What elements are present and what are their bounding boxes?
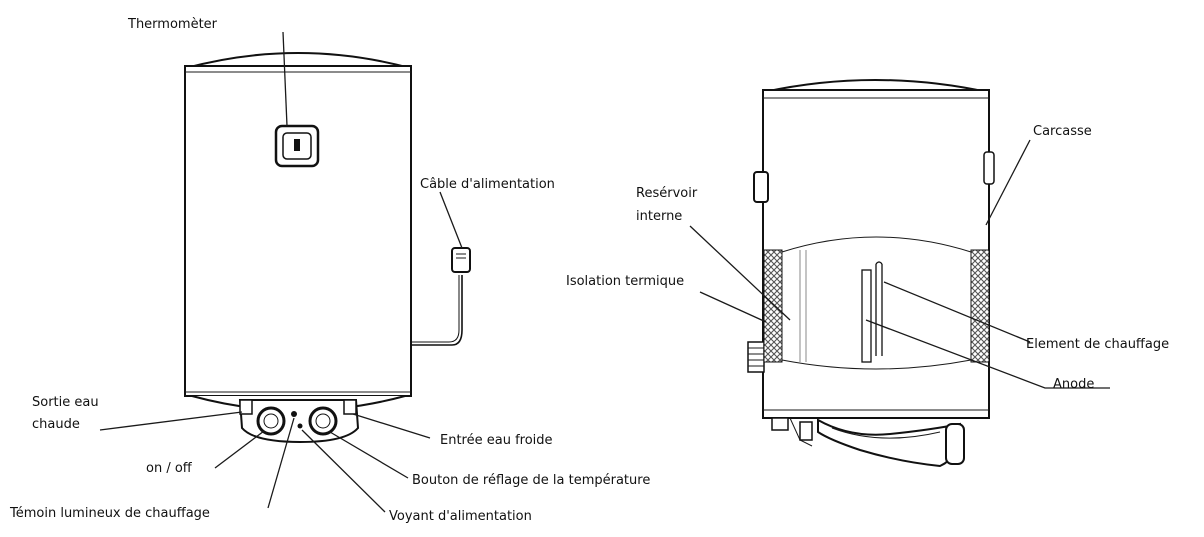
label-power-cable: Câble d'alimentation bbox=[420, 177, 555, 192]
power-cable-icon bbox=[411, 247, 471, 346]
label-heating-indicator: Témoin lumineux de chauffage bbox=[9, 506, 210, 521]
label-heating-element: Element de chauffage bbox=[1026, 337, 1169, 352]
heating-indicator-light-icon bbox=[291, 411, 297, 417]
front-body bbox=[184, 65, 412, 397]
power-indicator-light-icon bbox=[297, 423, 303, 429]
temperature-knob-icon bbox=[308, 406, 338, 436]
on-off-switch-icon bbox=[256, 406, 286, 436]
label-hot-water-outlet-2: chaude bbox=[32, 417, 80, 432]
control-panel bbox=[238, 399, 360, 444]
label-inner-tank-2: interne bbox=[636, 209, 682, 224]
heating-element-icon bbox=[861, 261, 883, 363]
label-anode: Anode bbox=[1053, 377, 1094, 392]
thermometer-icon bbox=[274, 124, 320, 168]
label-casing: Carcasse bbox=[1033, 124, 1092, 139]
label-inner-tank-1: Resérvoir bbox=[636, 186, 698, 201]
front-leader-lines bbox=[99, 31, 463, 513]
label-hot-water-outlet-1: Sortie eau bbox=[32, 395, 99, 410]
section-base bbox=[771, 417, 965, 468]
front-top-dome bbox=[185, 52, 411, 69]
side-fitting-icon bbox=[753, 171, 769, 203]
inner-tank bbox=[781, 236, 972, 370]
label-thermal-insulation: Isolation termique bbox=[566, 274, 684, 289]
front-view bbox=[99, 31, 471, 513]
label-on-off: on / off bbox=[146, 461, 193, 476]
label-temperature-knob: Bouton de réflage de la température bbox=[412, 473, 650, 488]
section-view bbox=[689, 79, 1110, 468]
labels: Thermomèter Câble d'alimentation Sortie … bbox=[9, 17, 1169, 524]
insulation-left bbox=[763, 249, 783, 363]
label-power-indicator: Voyant d'alimentation bbox=[389, 509, 532, 524]
label-cold-water-inlet: Entrée eau froide bbox=[440, 433, 553, 448]
section-leader-lines bbox=[689, 139, 1110, 389]
insulation-right bbox=[970, 249, 990, 363]
label-thermometer: Thermomèter bbox=[127, 17, 218, 32]
